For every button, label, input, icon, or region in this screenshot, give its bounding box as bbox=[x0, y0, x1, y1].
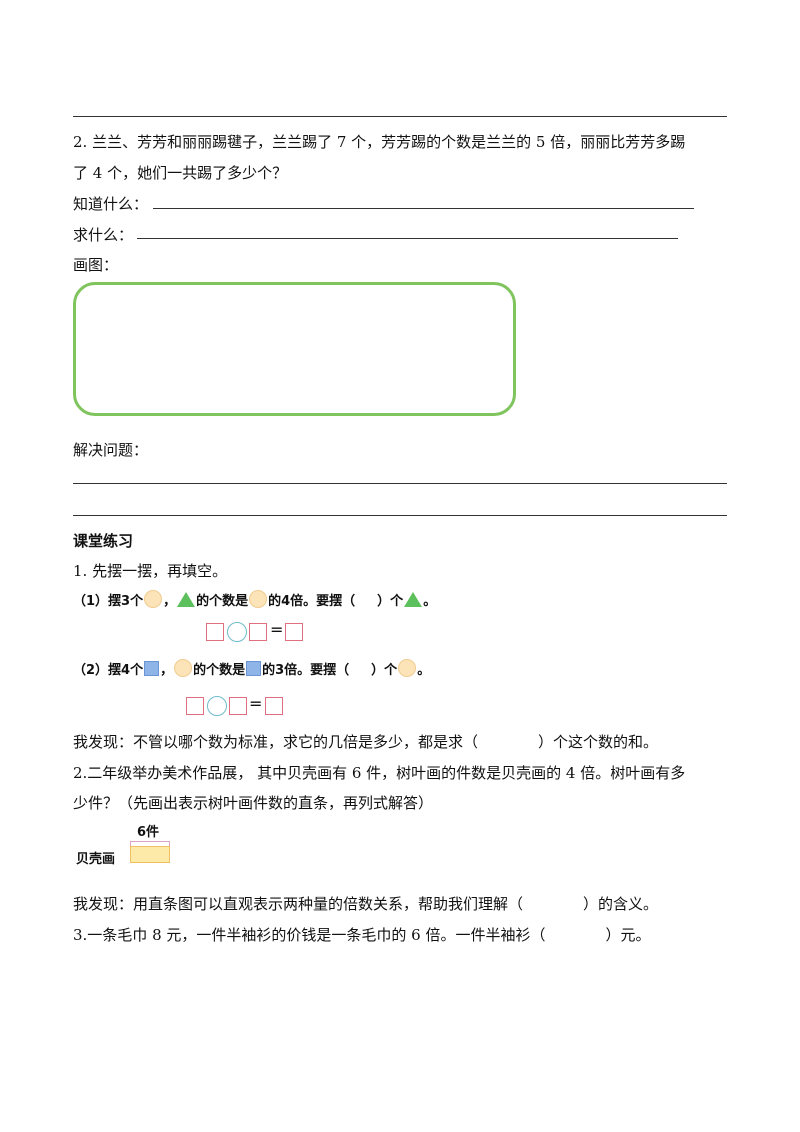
q1-part2: （2）摆4个 ， 的个数是 的3倍。要摆（ ）个 。 bbox=[73, 659, 430, 678]
solve-answer-line-1[interactable] bbox=[73, 483, 727, 484]
shell-bar bbox=[130, 846, 170, 863]
part2-mid4: ）个 bbox=[371, 663, 398, 678]
q3-text: 3.一条毛巾 8 元，一件半袖衫的价钱是一条毛巾的 6 倍。一件半袖衫（ ）元。 bbox=[73, 926, 651, 944]
operator-circle[interactable] bbox=[227, 622, 247, 642]
q2-line1: 2.二年级举办美术作品展， 其中贝壳画有 6 件，树叶画的件数是贝壳画的 4 倍… bbox=[73, 764, 686, 782]
part2-mid3: 的3倍。要摆（ bbox=[262, 663, 350, 678]
part1-mid2: 的个数是 bbox=[196, 594, 249, 609]
shell-bar-bracket bbox=[130, 841, 170, 846]
triangle-icon bbox=[177, 592, 196, 607]
drawing-area[interactable] bbox=[73, 282, 516, 416]
draw-label: 画图： bbox=[73, 256, 119, 274]
problem2-line1: 2. 兰兰、芳芳和丽丽踢毽子，兰兰踢了 7 个，芳芳踢的个数是兰兰的 5 倍，丽… bbox=[73, 133, 686, 151]
practice-heading: 课堂练习 bbox=[73, 532, 134, 550]
peach-icon bbox=[174, 659, 193, 677]
bar-value-label: 6件 bbox=[137, 825, 160, 840]
part1-end: 。 bbox=[423, 594, 437, 609]
equals-sign: = bbox=[270, 620, 284, 639]
know-answer-line[interactable] bbox=[153, 208, 694, 209]
equation-box[interactable] bbox=[229, 697, 247, 715]
solve-answer-line-2[interactable] bbox=[73, 515, 727, 516]
equation-box[interactable] bbox=[186, 697, 204, 715]
square-icon bbox=[144, 661, 160, 676]
peach-icon bbox=[249, 590, 268, 608]
solve-label: 解决问题： bbox=[73, 441, 149, 459]
part1-prefix: （1）摆3个 bbox=[73, 594, 144, 609]
equation-box[interactable] bbox=[206, 623, 224, 641]
q1-title: 1. 先摆一摆，再填空。 bbox=[73, 562, 228, 580]
bar-category-label: 贝壳画 bbox=[76, 852, 116, 867]
q1-part1: （1）摆3个 ， 的个数是 的4倍。要摆（ ）个 。 bbox=[73, 590, 436, 609]
q2-line2: 少件？（先画出表示树叶画件数的直条，再列式解答） bbox=[73, 794, 434, 812]
top-rule bbox=[73, 116, 727, 117]
square-icon bbox=[246, 661, 262, 676]
operator-circle[interactable] bbox=[207, 696, 227, 716]
q2-discovery: 我发现：用直条图可以直观表示两种量的倍数关系，帮助我们理解（ ）的含义。 bbox=[73, 895, 659, 913]
ask-label: 求什么： bbox=[73, 226, 134, 244]
problem2-line2: 了 4 个，她们一共踢了多少个？ bbox=[73, 164, 288, 182]
equation-box[interactable] bbox=[265, 697, 283, 715]
know-label: 知道什么： bbox=[73, 195, 149, 213]
equation-box[interactable] bbox=[249, 623, 267, 641]
part2-mid2: 的个数是 bbox=[193, 663, 246, 678]
peach-icon bbox=[144, 590, 163, 608]
ask-answer-line[interactable] bbox=[137, 238, 678, 239]
equals-sign: = bbox=[249, 694, 263, 713]
part2-prefix: （2）摆4个 bbox=[73, 663, 144, 678]
part2-end: 。 bbox=[417, 663, 431, 678]
triangle-icon bbox=[404, 592, 423, 607]
part2-comma: ， bbox=[160, 663, 174, 678]
part1-mid3: 的4倍。要摆（ bbox=[268, 594, 356, 609]
part1-mid4: ）个 bbox=[377, 594, 404, 609]
equation-box[interactable] bbox=[285, 623, 303, 641]
peach-icon bbox=[398, 659, 417, 677]
part1-comma: ， bbox=[163, 594, 177, 609]
q1-discovery: 我发现：不管以哪个数为标准，求它的几倍是多少，都是求（ ）个这个数的和。 bbox=[73, 733, 659, 751]
